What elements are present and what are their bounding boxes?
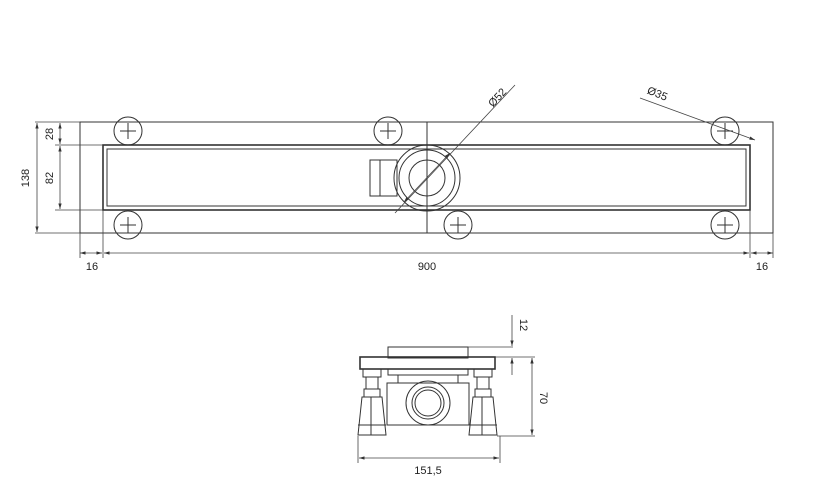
dim-base-width: 151,5	[414, 465, 442, 477]
side-view: 12 70 151,5	[357, 315, 549, 477]
dim-grate-height: 12	[517, 319, 529, 331]
channel-base	[387, 368, 469, 376]
dim-outlet-diameter: Ø52	[486, 86, 509, 109]
dim-left-offset: 16	[86, 261, 98, 273]
outlet-neck	[397, 374, 459, 384]
foot-leader	[639, 97, 756, 141]
dim-length: 900	[418, 261, 436, 273]
dim-total-width: 138	[20, 169, 32, 187]
outlet-rings	[405, 380, 451, 426]
extension-lines	[357, 346, 535, 463]
dim-right-offset: 16	[756, 261, 768, 273]
foot-icon	[443, 210, 473, 240]
channel-body	[359, 356, 496, 370]
foot-icon	[710, 210, 740, 240]
extension-lines	[79, 210, 774, 258]
dim-upper-margin: 28	[44, 128, 56, 140]
foot-icon	[113, 210, 143, 240]
right-foot	[468, 368, 498, 436]
dim-channel-width: 82	[44, 172, 56, 184]
top-view: 138 28 82 16 900 16 Ø52 Ø35	[20, 84, 774, 273]
drain-outlet	[369, 144, 461, 212]
foot-icon	[113, 116, 143, 146]
dim-total-height: 70	[537, 392, 549, 404]
foot-icon	[373, 116, 403, 146]
foot-icon	[710, 116, 740, 146]
left-foot	[357, 368, 387, 436]
grate	[387, 346, 469, 359]
extension-lines	[35, 121, 103, 234]
dimension-line	[403, 152, 451, 203]
